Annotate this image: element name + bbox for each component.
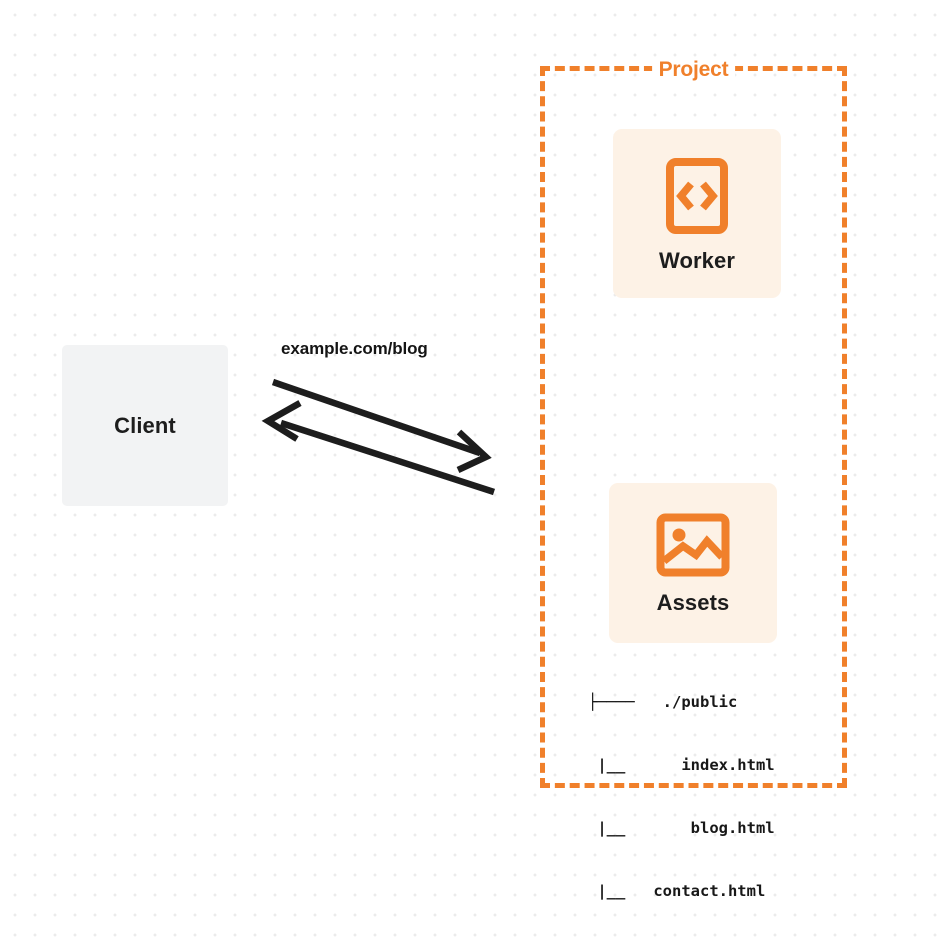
group-project: Project <box>540 57 847 788</box>
node-client-label: Client <box>114 412 176 438</box>
file-tree-line: ├──── ./public <box>588 693 738 711</box>
group-project-label: Project <box>651 57 736 83</box>
node-assets[interactable]: Assets <box>609 483 777 643</box>
code-document-icon <box>666 157 728 234</box>
response-arrow <box>261 400 496 496</box>
connection-label: example.com/blog <box>281 339 428 358</box>
file-tree-line: |__ index.html <box>588 756 775 774</box>
diagram-canvas: Client example.com/blog Project Worker <box>62 57 847 900</box>
file-tree-line: |__ blog.html <box>588 819 775 837</box>
node-worker[interactable]: Worker <box>613 129 781 298</box>
image-icon <box>656 513 730 577</box>
file-tree-line: |__ contact.html <box>588 882 766 900</box>
node-worker-label: Worker <box>659 247 735 273</box>
request-arrow <box>271 378 492 473</box>
assets-file-tree: ├──── ./public |__ index.html |__ blog.h… <box>588 650 775 944</box>
node-client[interactable]: Client <box>62 345 228 506</box>
node-assets-label: Assets <box>656 589 730 615</box>
